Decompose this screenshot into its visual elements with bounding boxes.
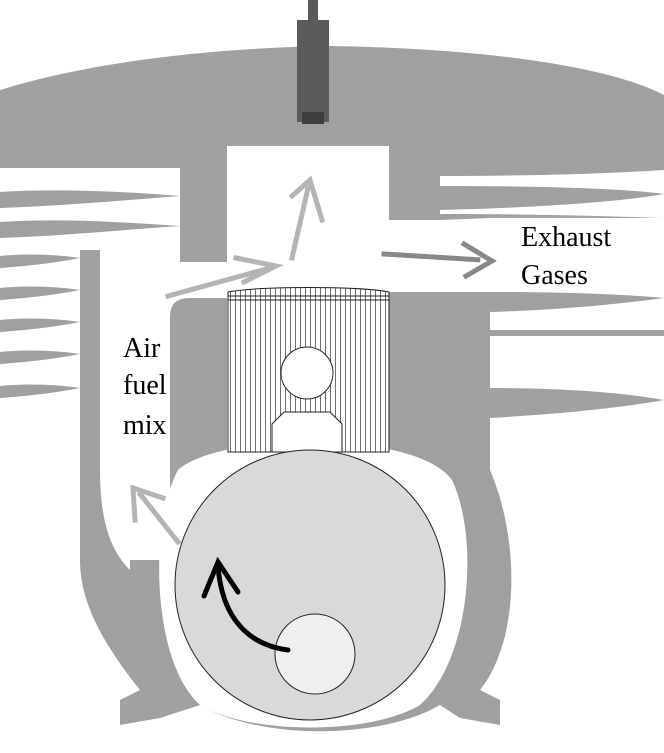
intake-label-line2: fuel [123,370,167,401]
crank-pin [274,613,356,695]
transfer-flow-arrow [164,255,284,300]
spark-plug-icon [297,0,329,124]
upward-flow-arrow [288,175,326,261]
intake-label-line1: Air [123,333,161,364]
left-cooling-fins [0,140,180,398]
right-cooling-fins [440,140,664,418]
exhaust-label-line2: Gases [521,260,588,291]
piston [227,287,390,453]
wrist-pin [280,346,334,400]
transfer-port-channel [122,262,227,560]
exhaust-flow-arrow [381,240,497,280]
crank-disc [174,449,446,721]
rotation-arrow-icon [201,556,291,653]
intake-label-line3: mix [123,410,167,441]
cylinder-head-dome [0,46,664,140]
connecting-rod-slot [271,411,343,453]
exhaust-label-line1: Exhaust [521,222,611,253]
intake-flow-arrow [130,484,182,546]
